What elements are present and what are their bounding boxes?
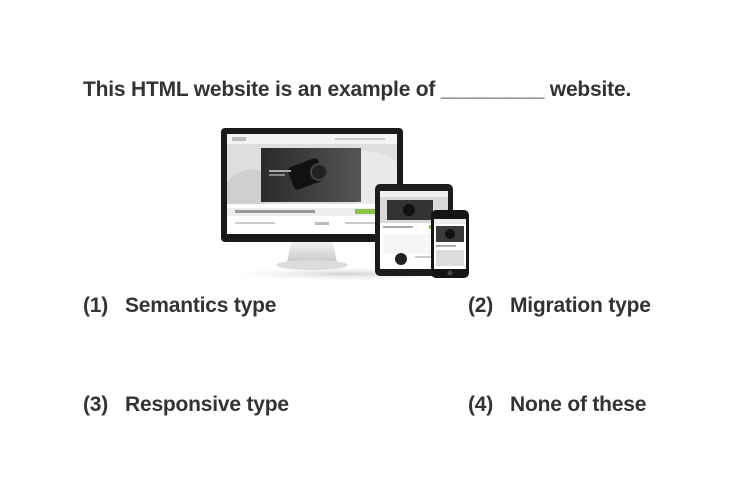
responsive-devices-icon [205,122,495,287]
phone-icon [431,210,469,278]
option-number: (1) [83,294,109,317]
monitor-icon [221,128,403,270]
option-number: (4) [468,393,494,416]
option-label: Migration type [510,294,651,317]
question-text: This HTML website is an example of _____… [83,78,632,101]
option-label: Semantics type [125,294,277,317]
option-number: (2) [468,294,494,317]
option-number: (3) [83,393,109,416]
option-1[interactable]: (1) Semantics type [83,294,276,318]
option-4[interactable]: (4) None of these [468,393,646,417]
option-label: None of these [510,393,647,416]
option-2[interactable]: (2) Migration type [468,294,651,318]
option-label: Responsive type [125,393,289,416]
option-3[interactable]: (3) Responsive type [83,393,289,417]
